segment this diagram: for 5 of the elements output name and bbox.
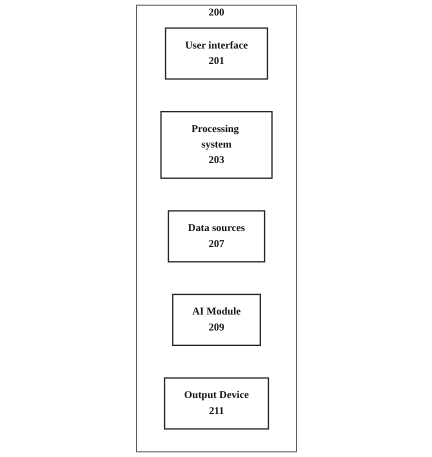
node-box: Processing system 203 — [160, 110, 272, 179]
node-box: User interface 201 — [164, 27, 268, 80]
node-box: Output Device 211 — [163, 377, 269, 430]
node-box: AI Module 209 — [172, 294, 260, 346]
node-box: Data sources 207 — [167, 210, 265, 262]
